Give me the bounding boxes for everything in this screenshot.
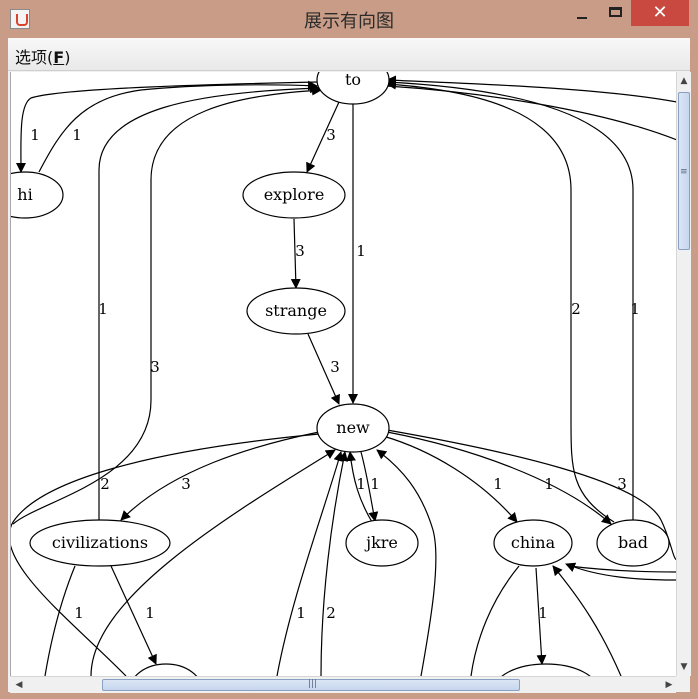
scroll-up-icon[interactable]: ▲ <box>680 76 688 86</box>
edge-weight-label: 3 <box>330 358 340 376</box>
edge-weight-label: 1 <box>538 604 548 622</box>
edge-weight-label: 3 <box>326 126 336 144</box>
vertical-scrollbar[interactable]: ▲ ≡ ▼ <box>676 72 691 676</box>
edge-new-civilizations <box>120 431 320 521</box>
edge-new-bad <box>386 431 612 525</box>
edge-to-explore <box>306 101 340 173</box>
edge-offscreen-to-1 <box>386 77 634 520</box>
vertical-grip-icon: ≡ <box>680 167 688 177</box>
edge-strange-new <box>307 333 340 405</box>
graph-node-hi[interactable] <box>11 171 64 219</box>
edge-weight-label: 1 <box>630 300 640 318</box>
horizontal-scrollbar[interactable]: ◀ ||| ▶ <box>10 676 676 693</box>
edge-weight-label: 1 <box>145 604 155 622</box>
edge-weight-label: 1 <box>296 604 306 622</box>
edge-china-offscreen-left <box>470 565 520 676</box>
menu-options-mnemonic: F <box>53 48 65 67</box>
edge-offscreen-new-2 <box>276 451 344 676</box>
java-app-icon[interactable] <box>10 9 30 29</box>
title-bar[interactable]: 展示有向图 ✕ <box>0 0 698 38</box>
edge-offscreen-china <box>552 565 622 676</box>
edge-civilizations-to <box>98 83 320 522</box>
edge-new-jkre <box>360 451 379 522</box>
edge-hi-to <box>38 80 318 173</box>
graph-node-label-strange: strange <box>265 301 327 320</box>
minimize-button[interactable] <box>568 0 598 26</box>
edge-new-offscreen-2 <box>11 433 320 676</box>
graph-canvas[interactable]: to hi explore strange new civilizations jkre ch… <box>10 72 677 676</box>
graph-node-jkre[interactable] <box>345 519 419 567</box>
edge-weight-label: 3 <box>181 475 191 493</box>
minimize-icon <box>577 17 587 19</box>
edge-weight-label: 3 <box>295 242 305 260</box>
maximize-icon <box>609 7 622 17</box>
edge-weight-label: 1 <box>74 604 84 622</box>
maximize-button[interactable] <box>601 0 631 26</box>
scroll-down-icon[interactable]: ▼ <box>680 662 688 672</box>
scroll-corner <box>676 676 690 692</box>
edge-offscreen-new-3 <box>376 449 437 676</box>
graph-node-label-to: to <box>345 72 361 89</box>
edge-civilizations-offscreen-b <box>110 565 157 665</box>
edge-right-to-b <box>386 85 677 141</box>
scroll-right-icon[interactable]: ▶ <box>665 680 673 690</box>
edge-right-china <box>565 562 677 581</box>
edge-weight-label: 1 <box>493 475 503 493</box>
horizontal-grip-icon: ||| <box>308 679 318 689</box>
edge-weight-label: 1 <box>72 126 82 144</box>
edge-china-offscreen <box>535 567 547 665</box>
graph-node-label-new: new <box>336 418 370 437</box>
graph-node-china[interactable] <box>493 519 573 567</box>
graph-node-partial-bottom-left[interactable] <box>130 663 202 676</box>
graph-node-label-china: china <box>511 533 556 552</box>
vertical-scroll-thumb[interactable] <box>678 92 690 250</box>
graph-node-strange[interactable] <box>246 287 346 335</box>
graph-node-label-explore: explore <box>264 185 325 204</box>
graph-svg: to hi explore strange new civilizations jkre ch… <box>11 72 677 676</box>
graph-node-partial-bottom-right[interactable] <box>494 663 598 676</box>
edge-explore-strange <box>290 218 301 289</box>
graph-node-label-bad: bad <box>618 533 648 552</box>
edge-weight-label: 1 <box>356 242 366 260</box>
edge-new-offscreen-3 <box>386 429 677 561</box>
edge-offscreen-new-2b <box>320 451 349 676</box>
edge-new-china <box>382 435 518 523</box>
edge-weight-label: 1 <box>98 300 108 318</box>
edge-weight-label: 1 <box>30 126 40 144</box>
edge-weight-label: 1 <box>356 475 366 493</box>
menu-options-label: 选项 <box>15 48 48 67</box>
edge-weight-label: 3 <box>617 475 627 493</box>
edge-weight-label: 2 <box>571 300 581 318</box>
edge-weight-label: 3 <box>150 358 160 376</box>
menu-options[interactable]: 选项(F) <box>15 48 71 67</box>
graph-node-explore[interactable] <box>242 171 346 219</box>
graph-node-bad[interactable] <box>596 519 670 567</box>
window-title: 展示有向图 <box>304 11 394 32</box>
close-button[interactable]: ✕ <box>631 0 689 26</box>
edge-right-to-a <box>386 75 677 103</box>
menu-bar: 选项(F) <box>8 38 690 71</box>
graph-node-label-hi: hi <box>17 185 32 204</box>
edge-weight-label: 2 <box>326 604 336 622</box>
graph-node-label-civilizations: civilizations <box>52 533 148 552</box>
edge-offscreen-to-3 <box>12 85 322 525</box>
graph-node-to[interactable] <box>316 72 390 105</box>
graph-node-new[interactable] <box>316 403 390 453</box>
edge-to-hi <box>15 81 318 173</box>
edge-weight-label: 1 <box>544 475 554 493</box>
edge-weight-label: 1 <box>370 475 380 493</box>
graph-node-label-jkre: jkre <box>364 533 398 552</box>
scroll-left-icon[interactable]: ◀ <box>15 680 23 690</box>
edge-weight-label: 2 <box>100 475 110 493</box>
edge-bad-to <box>386 79 615 523</box>
horizontal-scroll-thumb[interactable] <box>102 679 520 691</box>
edge-offscreen-new-1 <box>90 449 336 676</box>
close-icon: ✕ <box>652 2 668 23</box>
graph-node-civilizations[interactable] <box>29 519 171 567</box>
edge-civilizations-offscreen-a <box>44 565 76 676</box>
client-area: 选项(F) <box>8 38 691 693</box>
edge-right-china-b <box>568 565 677 573</box>
